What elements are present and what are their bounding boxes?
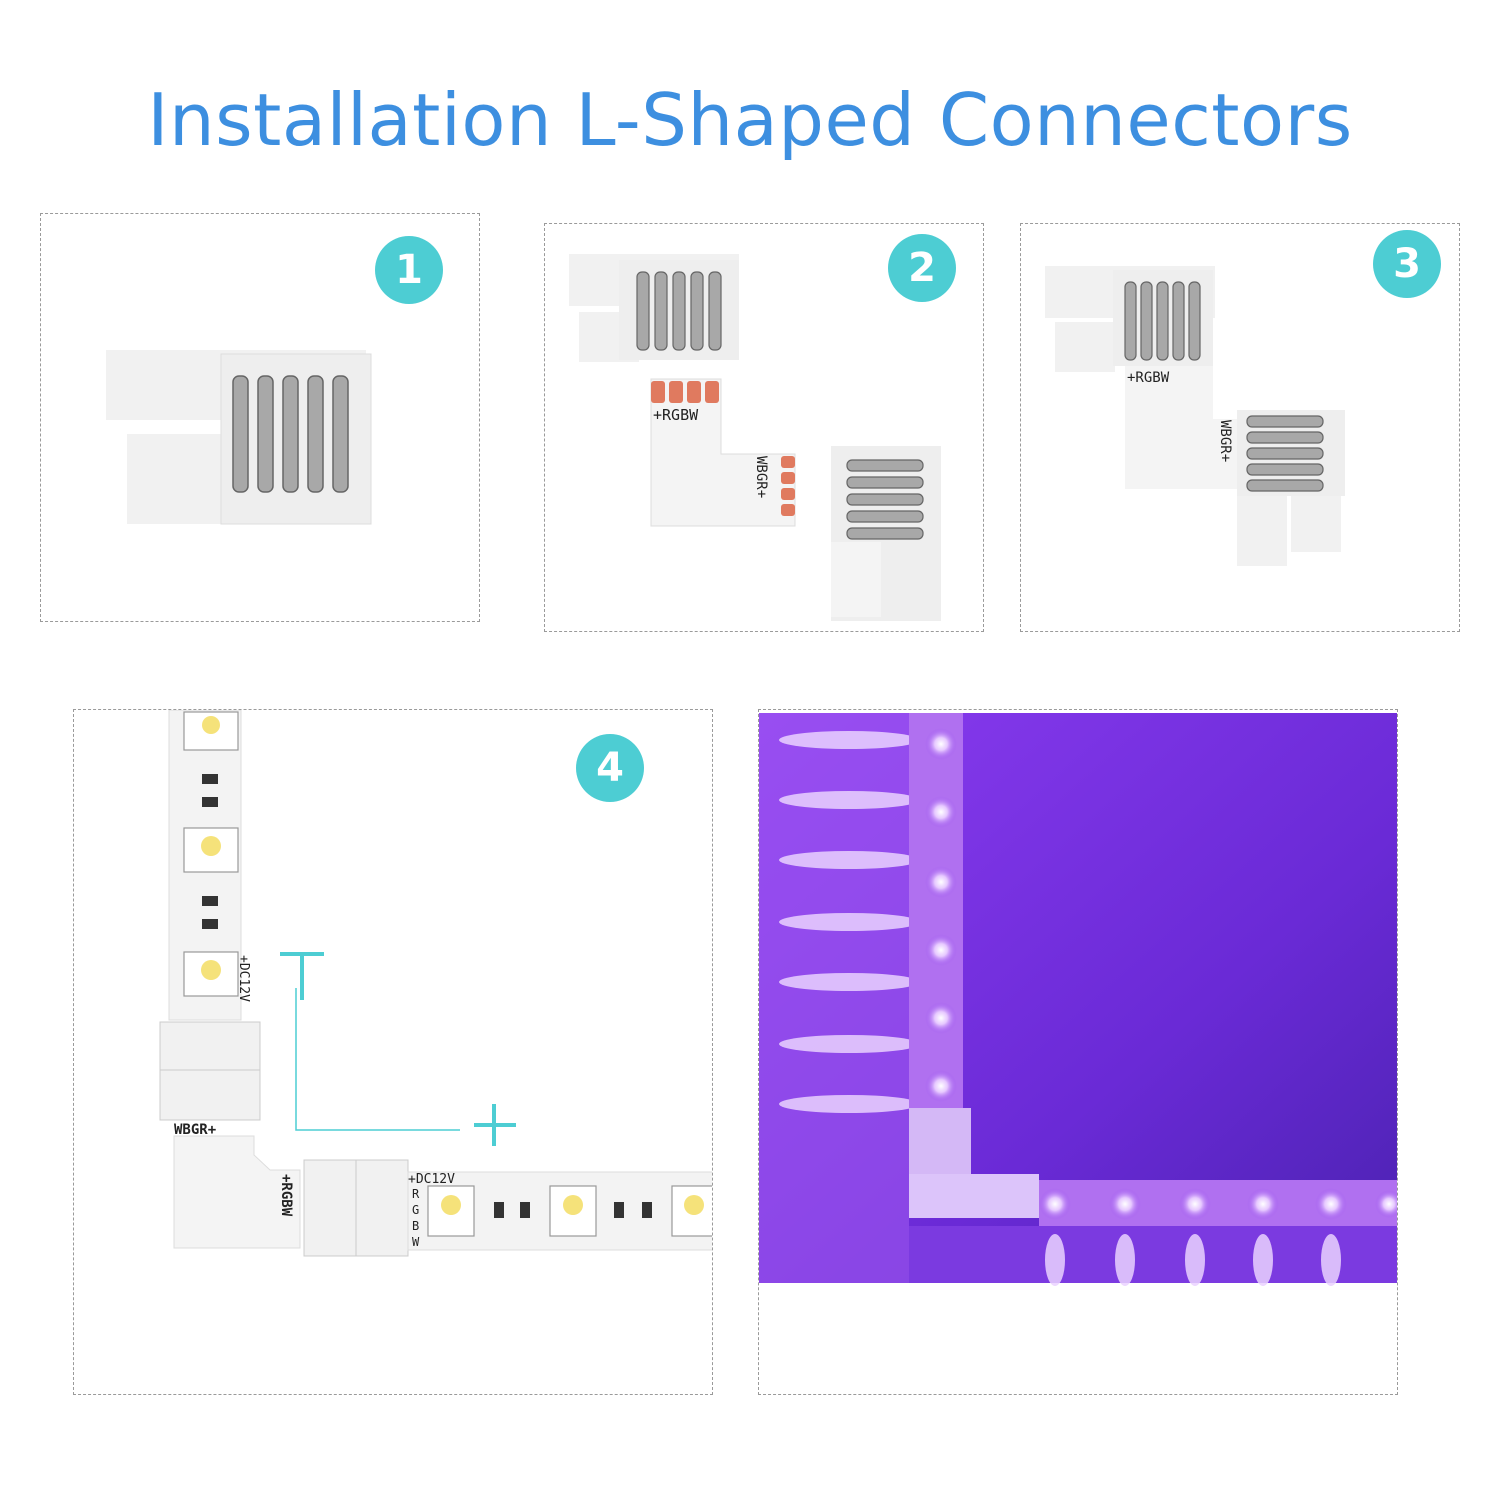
step-2-panel: 2 +RGBW WBGR+ xyxy=(544,223,984,632)
strip-pin-r: R xyxy=(412,1187,420,1201)
strip-voltage-label-horizontal: +DC12V xyxy=(408,1172,455,1187)
step-4-panel: 4 +DC12V WBGR+ +RGBW xyxy=(73,709,713,1395)
pin-label-horizontal-4: +RGBW xyxy=(278,1174,294,1217)
strip-pin-b: B xyxy=(412,1219,419,1233)
single-connector-image xyxy=(106,350,372,525)
step-2-badge: 2 xyxy=(888,234,956,302)
strip-installation-diagram: +DC12V WBGR+ +RGBW +DC12V R xyxy=(159,710,712,1257)
step-1-badge: 1 xyxy=(375,236,443,304)
pin-label-vertical-3: WBGR+ xyxy=(1217,420,1233,462)
pin-label-vertical-4: WBGR+ xyxy=(174,1122,216,1138)
installed-photo-panel xyxy=(758,709,1398,1395)
pin-label-vertical: WBGR+ xyxy=(753,456,769,498)
page-title: Installation L-Shaped Connectors xyxy=(147,78,1353,162)
step-1-panel: 1 xyxy=(40,213,480,622)
installed-led-photo xyxy=(759,713,1397,1286)
plus-icon xyxy=(280,952,324,1000)
pin-label-horizontal-3: +RGBW xyxy=(1127,370,1170,386)
step-3-panel: 3 +RGBW WBGR+ xyxy=(1020,223,1460,632)
step-4-badge: 4 xyxy=(576,734,644,802)
pin-label-horizontal: +RGBW xyxy=(653,406,699,424)
plus-icon xyxy=(474,1104,516,1146)
assembled-connector-image: +RGBW WBGR+ xyxy=(1045,266,1345,566)
connector-and-l-board-image: +RGBW WBGR+ xyxy=(569,254,941,621)
step-3-badge: 3 xyxy=(1373,230,1441,298)
strip-pin-w: W xyxy=(412,1235,420,1249)
strip-pin-g: G xyxy=(412,1203,419,1217)
strip-voltage-label-vertical: +DC12V xyxy=(236,955,251,1002)
